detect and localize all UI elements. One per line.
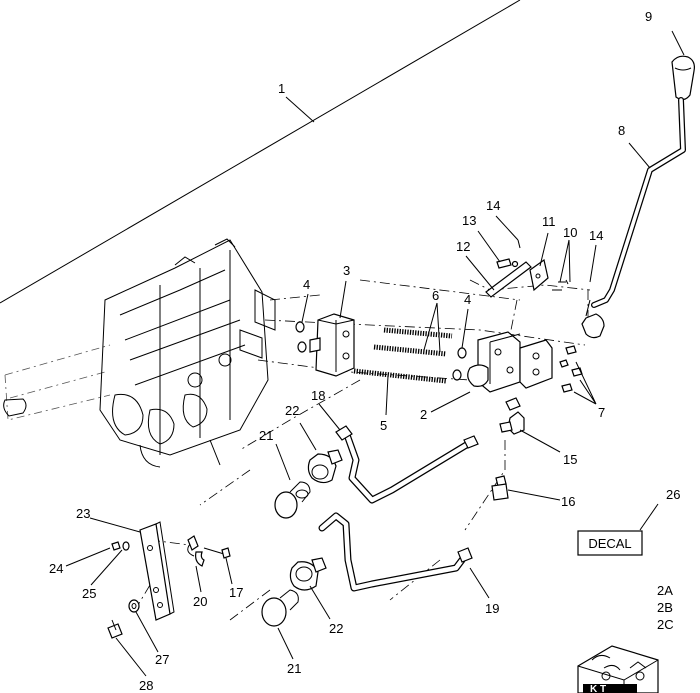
fitting-15 <box>499 397 525 435</box>
plate-12 <box>485 261 532 298</box>
callout-5: 5 <box>380 418 387 433</box>
fitting-16 <box>491 475 509 501</box>
callout-27: 27 <box>155 652 169 667</box>
pin-13 <box>496 258 512 269</box>
callout-28: 28 <box>139 678 153 693</box>
dust-cap-upper <box>274 481 311 519</box>
hydraulic-tube-upper <box>335 425 479 504</box>
transmission-housing <box>3 238 276 468</box>
decal-box: DECAL <box>577 530 643 556</box>
callout-2: 2 <box>420 407 427 422</box>
nut-24-washer-25 <box>111 541 130 551</box>
callout-20: 20 <box>193 594 207 609</box>
callout-26: 26 <box>666 487 680 502</box>
hydraulic-tube-lower <box>318 512 473 592</box>
coupler-upper <box>307 449 343 484</box>
bolt-17 <box>203 547 231 559</box>
callout-12: 12 <box>456 239 470 254</box>
callout-7: 7 <box>598 405 605 420</box>
dust-cap-lower <box>261 589 299 627</box>
bolts <box>559 345 583 393</box>
alignment-lines <box>134 279 591 621</box>
callout-22b: 22 <box>329 621 343 636</box>
callout-2A: 2A <box>657 583 673 598</box>
callout-2C: 2C <box>657 617 674 632</box>
callout-18: 18 <box>311 388 325 403</box>
callout-4b: 4 <box>464 292 471 307</box>
callout-1: 1 <box>278 81 285 96</box>
clip-20 <box>187 535 205 567</box>
kit-box-text: K T <box>590 684 606 693</box>
callout-9: 9 <box>645 9 652 24</box>
coupler-lower <box>289 557 327 591</box>
decal-label: DECAL <box>588 536 631 551</box>
callout-16: 16 <box>561 494 575 509</box>
shift-lever <box>581 97 686 339</box>
callout-14b: 14 <box>589 228 603 243</box>
callout-11: 11 <box>542 214 556 229</box>
shift-knob <box>671 55 695 101</box>
callout-14a: 14 <box>486 198 500 213</box>
callout-23: 23 <box>76 506 90 521</box>
callout-21b: 21 <box>287 661 301 676</box>
washer-27 <box>128 599 140 613</box>
callout-13: 13 <box>462 213 476 228</box>
callout-2B: 2B <box>657 600 673 615</box>
leader-lines <box>65 30 685 677</box>
callout-4a: 4 <box>303 277 310 292</box>
callout-10: 10 <box>563 225 577 240</box>
bolt-28 <box>107 619 123 639</box>
bracket-11 <box>529 258 549 292</box>
studs <box>353 327 453 384</box>
boundary-line <box>0 0 521 304</box>
callout-3: 3 <box>343 263 350 278</box>
spacer-block <box>309 313 355 377</box>
kit-box: K T <box>577 645 659 693</box>
callout-15: 15 <box>563 452 577 467</box>
callout-24: 24 <box>49 561 63 576</box>
callout-22a: 22 <box>285 403 299 418</box>
callout-6: 6 <box>432 288 439 303</box>
callout-19: 19 <box>485 601 499 616</box>
valve-body <box>467 331 553 393</box>
callout-21a: 21 <box>259 428 273 443</box>
callout-17: 17 <box>229 585 243 600</box>
callout-8: 8 <box>618 123 625 138</box>
upper-hardware <box>485 239 569 298</box>
mounting-bracket <box>139 521 175 621</box>
callouts: 1 2 3 4 4 5 6 7 8 9 10 11 12 13 14 14 15… <box>49 9 680 693</box>
callout-25: 25 <box>82 586 96 601</box>
